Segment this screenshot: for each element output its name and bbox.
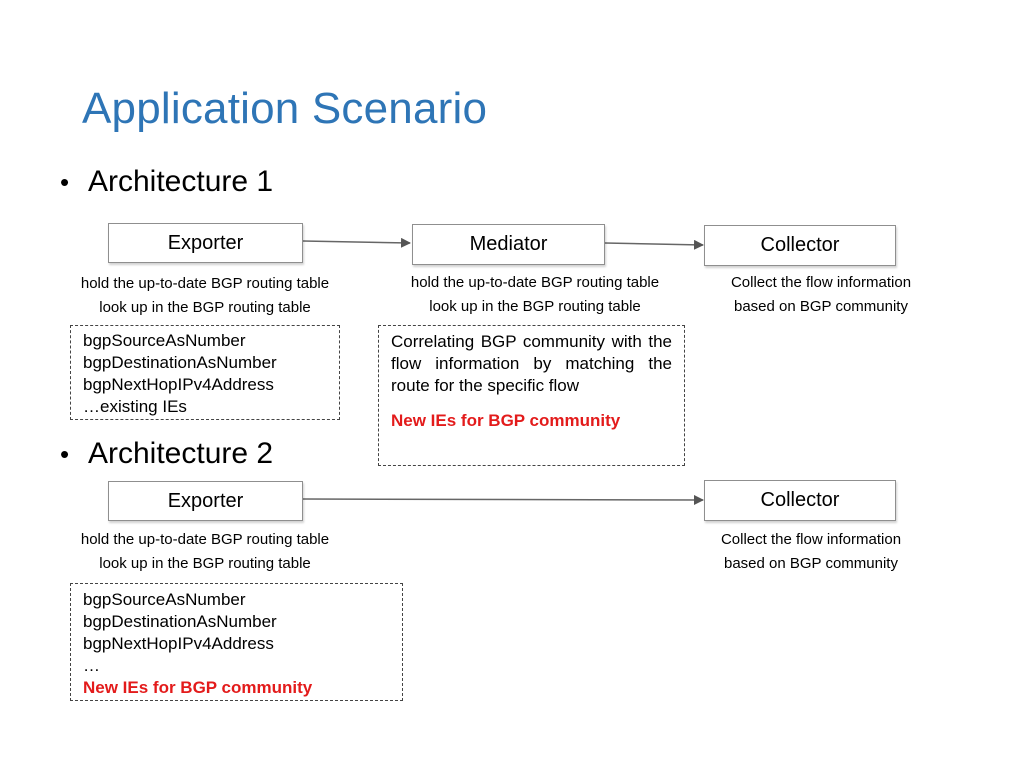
arrow-exporter-to-collector-2 [302, 494, 704, 505]
exporter-box-1: Exporter [108, 223, 303, 263]
exporter-new-ies: New IEs for BGP community [83, 678, 313, 697]
caption-line: Collect the flow information [730, 274, 912, 291]
ie-item: … [83, 656, 100, 675]
ie-item: bgpNextHopIPv4Address [83, 375, 274, 394]
exporter-1-caption: hold the up-to-date BGP routing table lo… [40, 272, 370, 320]
collector-label: Collector [760, 489, 840, 511]
caption-line: hold the up-to-date BGP routing table [80, 531, 330, 548]
mediator-description-box: Correlating BGP community with the flow … [378, 325, 685, 466]
collector-box-1: Collector [704, 225, 896, 266]
exporter-2-caption: hold the up-to-date BGP routing table lo… [40, 528, 370, 576]
exporter-box-2: Exporter [108, 481, 303, 521]
collector-box-2: Collector [704, 480, 896, 521]
caption-line: Collect the flow information [720, 531, 902, 548]
mediator-box: Mediator [412, 224, 605, 265]
collector-1-caption: Collect the flow information based on BG… [686, 271, 956, 319]
exporter-label: Exporter [167, 489, 244, 512]
arrow-mediator-to-collector [604, 239, 704, 250]
caption-line: hold the up-to-date BGP routing table [410, 274, 660, 291]
caption-line: look up in the BGP routing table [429, 298, 641, 315]
ie-item: bgpNextHopIPv4Address [83, 634, 274, 653]
caption-line: look up in the BGP routing table [99, 299, 311, 316]
caption-line: hold the up-to-date BGP routing table [80, 275, 330, 292]
caption-line: based on BGP community [724, 555, 898, 572]
ie-item: bgpDestinationAsNumber [83, 612, 277, 631]
exporter-2-ie-list: bgpSourceAsNumber bgpDestinationAsNumber… [70, 583, 403, 701]
bullet-icon: • [60, 166, 70, 197]
ie-item: bgpSourceAsNumber [83, 590, 246, 609]
mediator-caption: hold the up-to-date BGP routing table lo… [370, 271, 700, 319]
architecture-1-heading: • Architecture 1 [60, 165, 273, 199]
caption-line: based on BGP community [734, 298, 908, 315]
collector-2-caption: Collect the flow information based on BG… [676, 528, 946, 576]
bullet-icon: • [60, 438, 70, 469]
slide-title: Application Scenario [82, 84, 488, 133]
exporter-1-ie-list: bgpSourceAsNumber bgpDestinationAsNumber… [70, 325, 340, 420]
architecture-2-heading-text: Architecture 2 [88, 437, 274, 470]
collector-label: Collector [760, 234, 840, 256]
ie-item: bgpSourceAsNumber [83, 331, 246, 350]
ie-item: …existing IEs [83, 397, 187, 416]
architecture-2-heading: • Architecture 2 [60, 437, 273, 471]
caption-line: look up in the BGP routing table [99, 555, 311, 572]
ie-item: bgpDestinationAsNumber [83, 353, 277, 372]
mediator-label: Mediator [469, 233, 548, 255]
mediator-new-ies: New IEs for BGP community [391, 411, 621, 430]
architecture-1-heading-text: Architecture 1 [88, 165, 274, 198]
arrow-exporter-to-mediator [302, 237, 411, 248]
exporter-label: Exporter [167, 231, 244, 254]
mediator-description: Correlating BGP community with the flow … [391, 332, 672, 395]
